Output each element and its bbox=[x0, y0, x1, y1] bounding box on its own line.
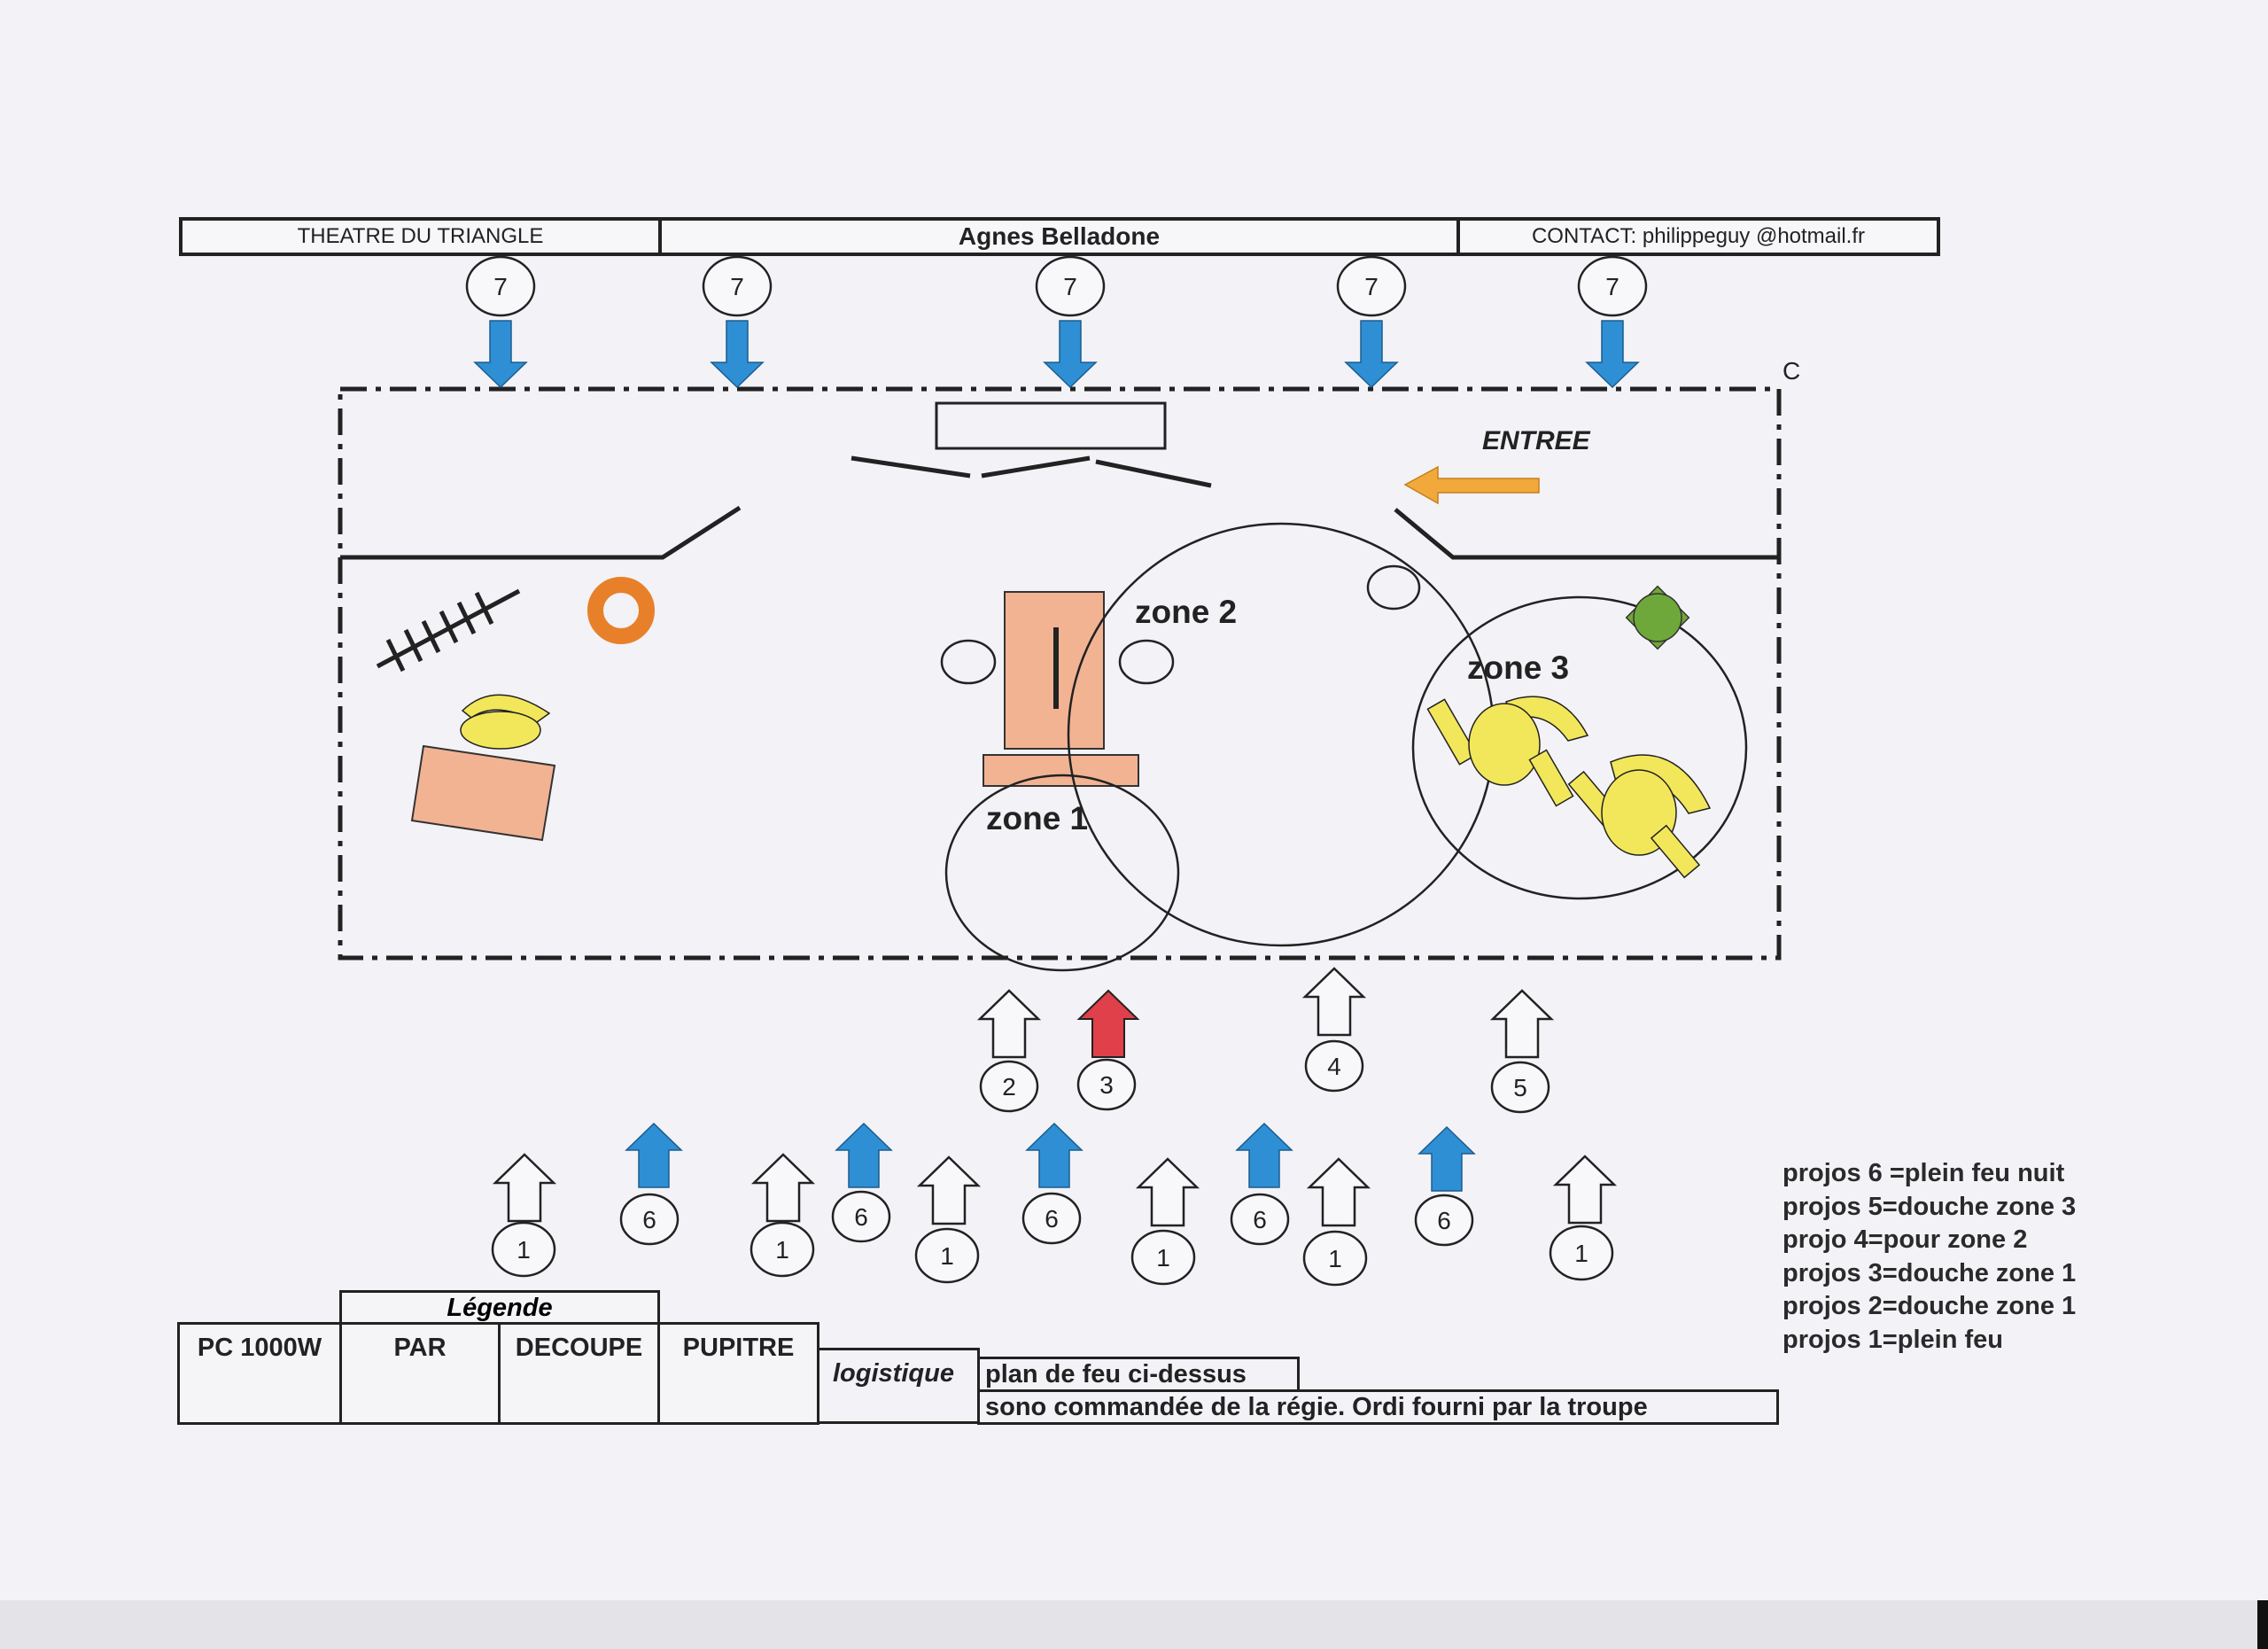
projector-7: 7 bbox=[1577, 255, 1648, 389]
projector-1: 1 bbox=[1302, 1157, 1371, 1287]
projector-1: 1 bbox=[750, 1153, 816, 1278]
projector-1: 1 bbox=[1130, 1157, 1200, 1286]
projector-1: 1 bbox=[1549, 1155, 1618, 1281]
svg-text:1: 1 bbox=[517, 1236, 531, 1264]
svg-text:1: 1 bbox=[940, 1242, 954, 1270]
svg-text:7: 7 bbox=[1605, 273, 1619, 300]
svg-text:1: 1 bbox=[775, 1236, 789, 1264]
svg-text:7: 7 bbox=[1063, 273, 1077, 300]
note-line: projo 4=pour zone 2 bbox=[1783, 1225, 2028, 1255]
svg-text:7: 7 bbox=[730, 273, 744, 300]
chair-back bbox=[461, 694, 551, 723]
svg-text:6: 6 bbox=[642, 1206, 656, 1233]
corner-label: C bbox=[1783, 357, 1800, 385]
projector-1: 1 bbox=[491, 1153, 557, 1278]
note-line: projos 6 =plein feu nuit bbox=[1783, 1159, 2065, 1187]
projector-7: 7 bbox=[1336, 255, 1407, 389]
overhead-projectors: 7 7 7 7 7 bbox=[465, 255, 1648, 389]
projector-5: 5 bbox=[1489, 989, 1555, 1114]
svg-text:1: 1 bbox=[1574, 1240, 1588, 1267]
projector-1: 1 bbox=[914, 1155, 982, 1284]
center-bench bbox=[983, 754, 1139, 787]
stool bbox=[1366, 564, 1421, 611]
note-line: projos 1=plein feu bbox=[1783, 1325, 2003, 1354]
zone-1-label: zone 1 bbox=[986, 800, 1088, 836]
legend-pupitre-cell: PUPITRE bbox=[657, 1322, 819, 1425]
legend-pupitre-label: PUPITRE bbox=[682, 1334, 795, 1362]
svg-text:6: 6 bbox=[1045, 1205, 1059, 1233]
svg-text:5: 5 bbox=[1513, 1074, 1527, 1101]
ring-prop bbox=[587, 577, 655, 644]
stage-boundary bbox=[338, 386, 1782, 961]
legend-par-label: PAR bbox=[393, 1334, 447, 1362]
stool bbox=[940, 639, 997, 685]
legend-title: Légende bbox=[447, 1293, 553, 1322]
projector-4: 4 bbox=[1301, 967, 1367, 1093]
projector-6: 6 bbox=[1414, 1125, 1476, 1247]
plant-prop bbox=[1625, 585, 1690, 650]
note-line: projos 5=douche zone 3 bbox=[1783, 1192, 2077, 1221]
projector-6: 6 bbox=[1021, 1122, 1084, 1245]
logistics-plan: plan de feu ci-dessus bbox=[977, 1357, 1300, 1392]
svg-text:2: 2 bbox=[1002, 1073, 1016, 1101]
note-line: projos 2=douche zone 1 bbox=[1783, 1292, 2077, 1321]
header-contact: CONTACT: philippeguy @hotmail.fr bbox=[1456, 217, 1940, 256]
header-play-title: Agnes Belladone bbox=[658, 217, 1460, 256]
svg-text:6: 6 bbox=[1253, 1206, 1267, 1233]
svg-text:3: 3 bbox=[1099, 1071, 1114, 1099]
projectors-1: 1 1 1 1 1 bbox=[491, 1153, 1618, 1287]
header-theatre-name: THEATRE DU TRIANGLE bbox=[179, 217, 662, 256]
legend-pc-label: PC 1000W bbox=[197, 1334, 322, 1362]
panel bbox=[1095, 459, 1212, 488]
svg-text:7: 7 bbox=[1364, 273, 1379, 300]
stool bbox=[1118, 639, 1175, 685]
projector-6: 6 bbox=[1230, 1122, 1293, 1246]
seat-group-left bbox=[1426, 696, 1589, 807]
panel bbox=[850, 455, 971, 478]
legend-par-cell: PAR bbox=[339, 1322, 501, 1425]
scan-bottom-strip bbox=[0, 1600, 2268, 1649]
set-wall-right bbox=[1394, 508, 1779, 560]
logistics-label: logistique bbox=[833, 1359, 954, 1388]
projector-notes: projos 6 =plein feu nuit projos 5=douche… bbox=[1783, 1157, 2076, 1357]
zone-2-label: zone 2 bbox=[1135, 594, 1237, 630]
entrance-label: ENTREE bbox=[1482, 426, 1591, 455]
note-line: projos 3=douche zone 1 bbox=[1783, 1258, 2077, 1287]
legend-decoupe-label: DECOUPE bbox=[515, 1334, 643, 1362]
zone-2-circle bbox=[1067, 522, 1495, 947]
projector-3: 3 bbox=[1076, 989, 1140, 1111]
logistics-sound: sono commandée de la régie. Ordi fourni … bbox=[977, 1389, 1779, 1425]
chair-seat bbox=[460, 711, 541, 750]
projector-7: 7 bbox=[1035, 255, 1106, 389]
table-left bbox=[410, 744, 556, 842]
projector-6: 6 bbox=[831, 1122, 893, 1243]
upstage-screen bbox=[935, 401, 1167, 450]
svg-text:6: 6 bbox=[1437, 1207, 1451, 1234]
center-table bbox=[1004, 591, 1105, 750]
entrance-arrow bbox=[1403, 465, 1540, 505]
svg-text:1: 1 bbox=[1328, 1245, 1342, 1272]
set-wall-left bbox=[340, 505, 742, 560]
projector-7: 7 bbox=[702, 255, 773, 389]
zone-3-circle bbox=[1411, 595, 1748, 900]
svg-text:4: 4 bbox=[1327, 1053, 1341, 1080]
projector-7: 7 bbox=[465, 255, 536, 389]
zone-3-label: zone 3 bbox=[1467, 649, 1569, 686]
projectors-6: 6 6 6 6 6 bbox=[619, 1122, 1476, 1247]
projector-2: 2 bbox=[976, 989, 1042, 1113]
seat-group-right bbox=[1567, 754, 1712, 879]
legend-decoupe-cell: DECOUPE bbox=[498, 1322, 660, 1425]
zone-1-circle bbox=[944, 774, 1180, 972]
scan-edge bbox=[2257, 1600, 2268, 1649]
svg-text:1: 1 bbox=[1156, 1244, 1170, 1272]
ladder-prop bbox=[376, 588, 521, 673]
svg-text:7: 7 bbox=[493, 273, 508, 300]
panel bbox=[981, 455, 1091, 478]
legend-pc-cell: PC 1000W bbox=[177, 1322, 342, 1425]
face-projectors: 2 3 4 5 bbox=[976, 967, 1555, 1114]
projector-6: 6 bbox=[619, 1122, 683, 1246]
svg-text:6: 6 bbox=[854, 1203, 868, 1231]
